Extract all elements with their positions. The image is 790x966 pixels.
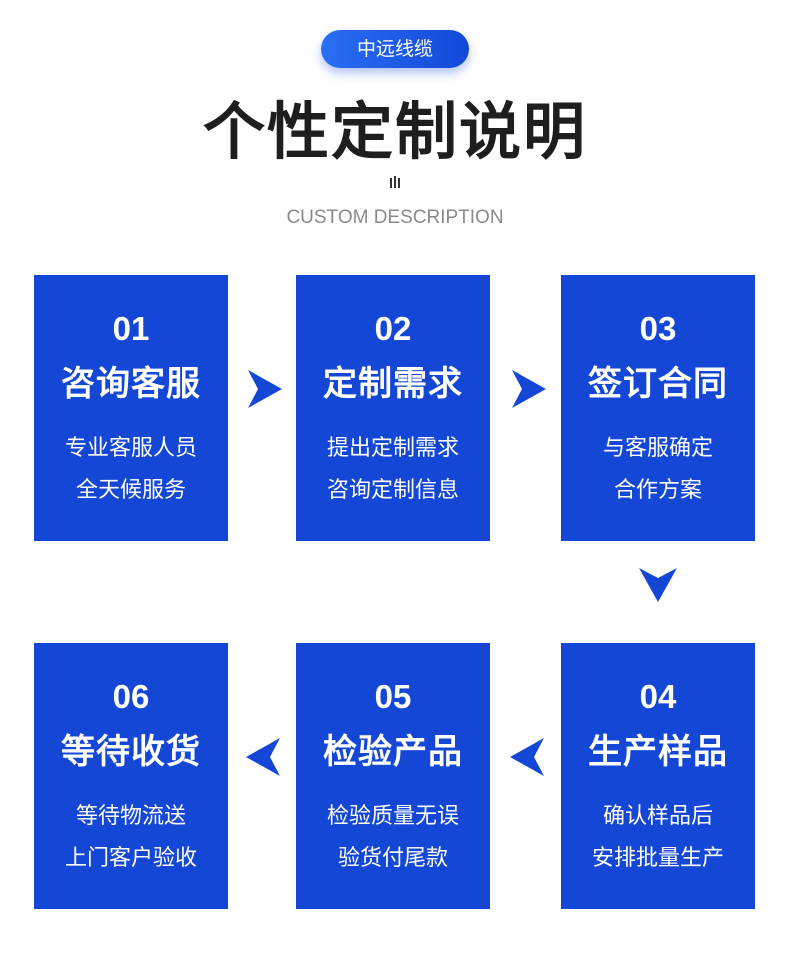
- step-number: 04: [639, 678, 677, 715]
- step-description-line: 提出定制需求: [326, 436, 459, 461]
- arrow-right-icon: [512, 370, 546, 408]
- arrow-down-icon: [639, 568, 677, 602]
- arrow-left-icon: [246, 738, 280, 776]
- divider-tick: [390, 176, 400, 188]
- step-number: 06: [112, 678, 150, 715]
- brand-badge: 中远线缆: [321, 30, 469, 68]
- step-card-02: 02 定制需求 提出定制需求 咨询定制信息: [296, 275, 490, 541]
- step-number: 01: [112, 310, 150, 347]
- step-description-line: 验货付尾款: [337, 846, 448, 871]
- step-description-line: 确认样品后: [602, 804, 713, 829]
- arrow-right-icon: [248, 370, 282, 408]
- step-description-line: 与客服确定: [602, 436, 713, 461]
- step-card-04: 04 生产样品 确认样品后 安排批量生产: [561, 643, 755, 909]
- step-title: 等待收货: [61, 732, 201, 772]
- step-number: 05: [374, 678, 412, 715]
- step-card-01: 01 咨询客服 专业客服人员 全天候服务: [34, 275, 228, 541]
- step-title: 检验产品: [323, 732, 463, 772]
- step-card-06: 06 等待收货 等待物流送 上门客户验收: [34, 643, 228, 909]
- step-description-line: 安排批量生产: [591, 846, 724, 871]
- page-subtitle: CUSTOM DESCRIPTION: [286, 207, 504, 228]
- step-title: 咨询客服: [61, 364, 201, 404]
- arrow-left-icon: [510, 738, 544, 776]
- step-card-03: 03 签订合同 与客服确定 合作方案: [561, 275, 755, 541]
- step-number: 02: [374, 310, 412, 347]
- step-title: 签订合同: [588, 364, 728, 404]
- step-description-line: 检验质量无误: [326, 804, 459, 829]
- step-description-line: 全天候服务: [75, 478, 186, 503]
- step-title: 生产样品: [588, 732, 728, 772]
- step-description-line: 上门客户验收: [64, 846, 197, 871]
- step-card-05: 05 检验产品 检验质量无误 验货付尾款: [296, 643, 490, 909]
- step-description-line: 等待物流送: [75, 804, 186, 829]
- page-title: 个性定制说明: [202, 95, 587, 168]
- step-title: 定制需求: [323, 364, 463, 404]
- step-description-line: 合作方案: [613, 478, 702, 503]
- step-description-line: 专业客服人员: [64, 436, 197, 461]
- step-description-line: 咨询定制信息: [326, 478, 459, 503]
- step-number: 03: [639, 310, 677, 347]
